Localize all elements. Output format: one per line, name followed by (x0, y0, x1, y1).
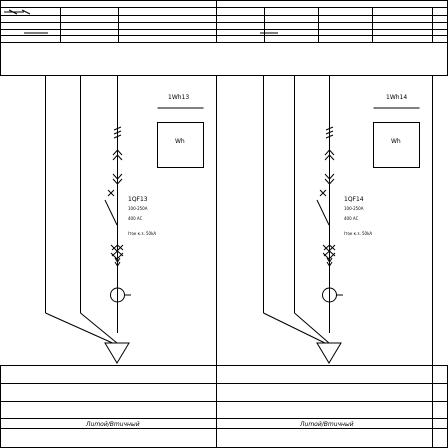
bottom-table: Лumoй/Вmuчный Лumoй/Вmuчный (0, 365, 448, 448)
current-transformer-icon (325, 125, 334, 145)
meter-unit-label: Wh (175, 138, 185, 145)
breaker-spec-1: 100-250A (344, 206, 364, 211)
ground-triangle-icon (316, 342, 342, 364)
breaker-spec-1: 100-250A (128, 206, 148, 211)
header-marks (4, 9, 278, 34)
meter-box (157, 122, 204, 168)
drawout-icon (322, 244, 336, 260)
breaker-spec-2: 400 AC (128, 216, 143, 221)
panel-1: Wh 1Wh13 1QF13 100-250A 400 AC Iток к.з.… (45, 75, 217, 365)
meter-id-label: 1Wh14 (386, 94, 407, 101)
panel-2: Wh 1Wh14 1QF14 100-250A 400 AC Iток к.з.… (263, 75, 433, 365)
breaker-id-label: 1QF13 (128, 196, 148, 203)
breaker-spec-2: 400 AC (344, 216, 359, 221)
breaker-id-label: 1QF14 (344, 196, 364, 203)
drawout-icon (110, 244, 124, 260)
breaker-spec-3: Iток к.з. 50kA (344, 231, 372, 236)
current-transformer-icon (113, 125, 122, 145)
breaker-spec-3: Iток к.з. 50kA (128, 231, 156, 236)
meter-box (373, 122, 420, 168)
footer-label-2: Лumoй/Вmuчный (299, 421, 354, 428)
meter-id-label: 1Wh13 (168, 94, 189, 101)
ground-triangle-icon (104, 342, 130, 364)
footer-label-1: Лumoй/Вmuчный (85, 421, 140, 428)
meter-unit-label: Wh (391, 138, 401, 145)
header-grid (0, 0, 448, 76)
